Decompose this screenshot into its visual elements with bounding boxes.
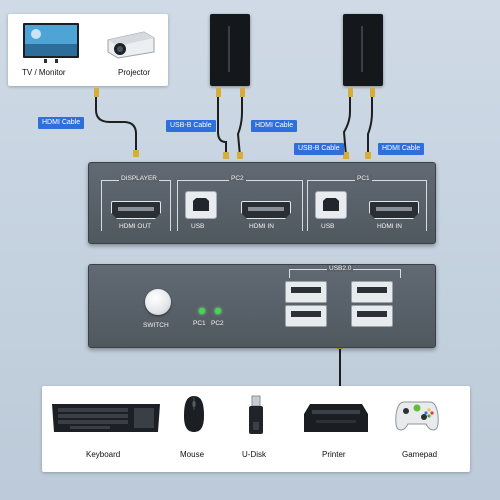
mouse-icon: [184, 396, 204, 432]
tv-monitor-icon: [23, 23, 79, 63]
usbb-cable-tag-pc1: USB-B Cable: [294, 143, 344, 155]
hdmi-cable-tag-display: HDMI Cable: [38, 117, 85, 129]
usbb-cable-tag-pc2: USB-B Cable: [166, 120, 216, 132]
hdmi-out-label: HDMI OUT: [119, 223, 152, 230]
peripheral-label-mouse: Mouse: [180, 450, 205, 459]
kvm-front-panel: SWITCH PC1 PC2 USB2.0: [88, 264, 436, 348]
pc1-hdmi-in-port: [369, 201, 419, 219]
hdmi-cable-tag-pc1: HDMI Cable: [378, 143, 425, 155]
pc1-title: PC1: [355, 175, 372, 182]
peripheral-label-gamepad: Gamepad: [402, 450, 438, 459]
usb-a-port-4: [351, 305, 393, 327]
usb2-title: USB2.0: [327, 265, 354, 272]
display-devices-card: TV / Monitor Projector: [8, 14, 168, 86]
pc1-usb-b-port: [315, 191, 347, 219]
switch-label: SWITCH: [143, 322, 169, 329]
pc1-led-label: PC1: [193, 320, 206, 327]
pc2-usb-b-port: [185, 191, 217, 219]
displayer-title: DISPLAYER: [119, 175, 160, 182]
pc2-hdmi-in-port: [241, 201, 291, 219]
keyboard-icon: [52, 404, 160, 432]
switch-button[interactable]: [145, 289, 171, 315]
kvm-rear-panel: DISPLAYER HDMI OUT PC2 USB HDMI IN PC1 U…: [88, 162, 436, 244]
hdmi-out-port: [111, 201, 161, 219]
usb-drive-icon: [249, 395, 263, 434]
pc2-tower: [210, 14, 250, 86]
tv-monitor-label: TV / Monitor: [22, 68, 66, 77]
usb-a-port-1: [285, 281, 327, 303]
peripheral-label-keyboard: Keyboard: [86, 450, 121, 459]
peripherals-card: Keyboard Mouse U-Disk Printer Gamepad: [42, 386, 470, 472]
printer-icon: [304, 404, 368, 432]
pc2-usb-label: USB: [191, 223, 205, 230]
gamepad-icon: [395, 401, 439, 431]
pc2-led: [215, 308, 221, 314]
projector-icon: [107, 31, 155, 59]
pc1-tower: [343, 14, 383, 86]
pc1-usb-label: USB: [321, 223, 335, 230]
pc2-title: PC2: [229, 175, 246, 182]
pc2-hdmi-in-label: HDMI IN: [249, 223, 274, 230]
usb-a-port-3: [351, 281, 393, 303]
peripheral-label-udisk: U-Disk: [242, 450, 266, 459]
projector-label: Projector: [118, 68, 151, 77]
pc2-led-label: PC2: [211, 320, 224, 327]
pc1-hdmi-in-label: HDMI IN: [377, 223, 402, 230]
peripheral-label-printer: Printer: [322, 450, 346, 459]
pc1-led: [199, 308, 205, 314]
hdmi-cable-tag-pc2: HDMI Cable: [251, 120, 298, 132]
usb-a-port-2: [285, 305, 327, 327]
